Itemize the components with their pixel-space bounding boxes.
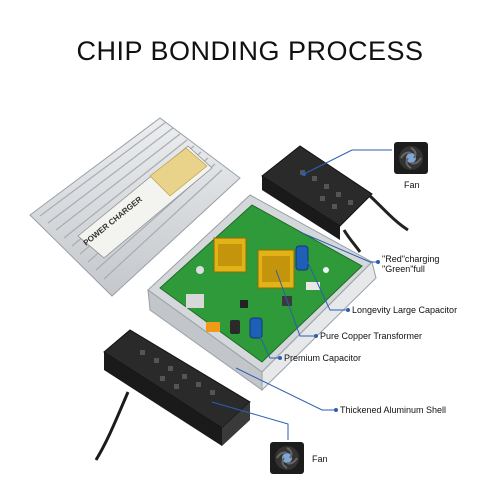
callout-dot-icon (334, 408, 338, 412)
callout-premium-capacitor: Premium Capacitor (284, 353, 362, 363)
top-fan-heatsink (261, 145, 409, 253)
callout-line-premium-capacitor (255, 327, 280, 359)
callout-dot-icon (376, 260, 380, 264)
cooling-fan-icon (270, 442, 304, 474)
page-title: CHIP BONDING PROCESS (76, 36, 424, 66)
bottom-fan-heatsink (94, 329, 251, 461)
yellow-transformer-right (257, 249, 295, 289)
callout-lines (211, 149, 392, 440)
callout-line-large-capacitor (301, 249, 348, 311)
callout-transformer: Pure Copper Transformer (320, 331, 423, 341)
callout-line-shell (235, 367, 336, 411)
callout-fan-bottom: Fan (312, 454, 328, 464)
callout-large-capacitor: Longevity Large Capacitor (352, 305, 458, 315)
yellow-transformer-left (213, 237, 247, 273)
callout-shell: Thickened Aluminum Shell (340, 405, 447, 415)
callout-dot-icon (314, 334, 318, 338)
callout-dots (278, 172, 380, 412)
callout-dot-icon (278, 356, 282, 360)
circuit-board (159, 204, 363, 363)
aluminum-lid: POWER CHARGER (29, 117, 241, 297)
callout-fan-top: Fan (404, 180, 420, 190)
callout-dot-icon (302, 172, 306, 176)
callout-dot-icon (346, 308, 350, 312)
cooling-fan-icon (394, 142, 428, 174)
callout-led-green: "Green"full (382, 264, 425, 274)
callout-line-transformer (275, 269, 316, 337)
large-capacitor (295, 245, 309, 271)
callout-line-fan-bottom (211, 401, 289, 440)
callout-line-led (299, 231, 378, 263)
callout-line-fan-top (303, 149, 392, 175)
callout-led-red: "Red"charging (382, 254, 440, 264)
